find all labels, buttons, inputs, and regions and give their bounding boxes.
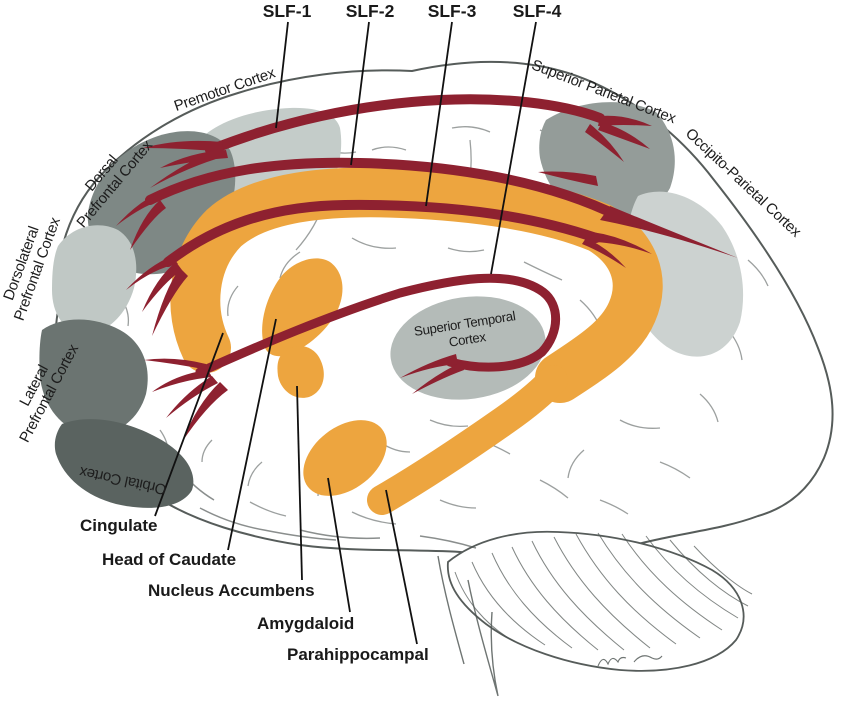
slf2-leader-line [350, 21, 370, 166]
underside-shading-sketch [179, 469, 477, 549]
slf3-tract [163, 199, 601, 267]
head-of-caudate-label: Head of Caudate [102, 550, 236, 569]
head-of-caudate-leader-line [227, 318, 277, 551]
slf1-leader-line [275, 21, 289, 129]
nucleus-accumbens-leader-line [296, 385, 303, 581]
nucleus-accumbens-structure [277, 346, 324, 398]
artist-signature [597, 655, 663, 667]
region-superior-parietal-cortex [539, 102, 675, 221]
slf-tracts [116, 94, 738, 442]
amygdaloid-leader-line [327, 477, 351, 613]
slf4-label: SLF-4 [513, 1, 562, 21]
cingulate-label: Cingulate [80, 516, 157, 535]
slf3-label: SLF-3 [428, 1, 477, 21]
cingulate-leader-line [154, 332, 224, 517]
nucleus-accumbens-label: Nucleus Accumbens [148, 581, 315, 600]
slf2-tract-tips [116, 171, 738, 258]
slf2-tract [145, 157, 623, 221]
slf1-label: SLF-1 [263, 1, 312, 21]
slf4-leader-line [490, 21, 537, 275]
slf1-tract-tips [143, 115, 652, 188]
region-orbital-cortex [54, 419, 194, 508]
brainstem-sketch [437, 555, 499, 697]
parahippocampal-label: Parahippocampal [287, 645, 429, 664]
region-superior-temporal-cortex [390, 296, 546, 400]
region-lateral-prefrontal-cortex [39, 319, 148, 435]
slf1-tract [205, 94, 605, 155]
cerebellum-hatching [454, 532, 753, 651]
parahippocampal-structure [367, 365, 568, 515]
parahippocampal-leader-line [385, 489, 418, 645]
superior-temporal-cortex-label-line2: Cortex [448, 329, 488, 350]
slf3-leader-line [425, 21, 453, 207]
amygdaloid-structure [303, 420, 387, 496]
leader-lines [154, 21, 537, 645]
slf-tract-arcs [145, 94, 623, 377]
region-dorsolateral-prefrontal-cortex [52, 225, 137, 334]
slf4-tract-tips [144, 354, 464, 442]
amygdaloid-label: Amygdaloid [257, 614, 354, 633]
slf4-tract [195, 273, 561, 377]
slf2-label: SLF-2 [346, 1, 395, 21]
